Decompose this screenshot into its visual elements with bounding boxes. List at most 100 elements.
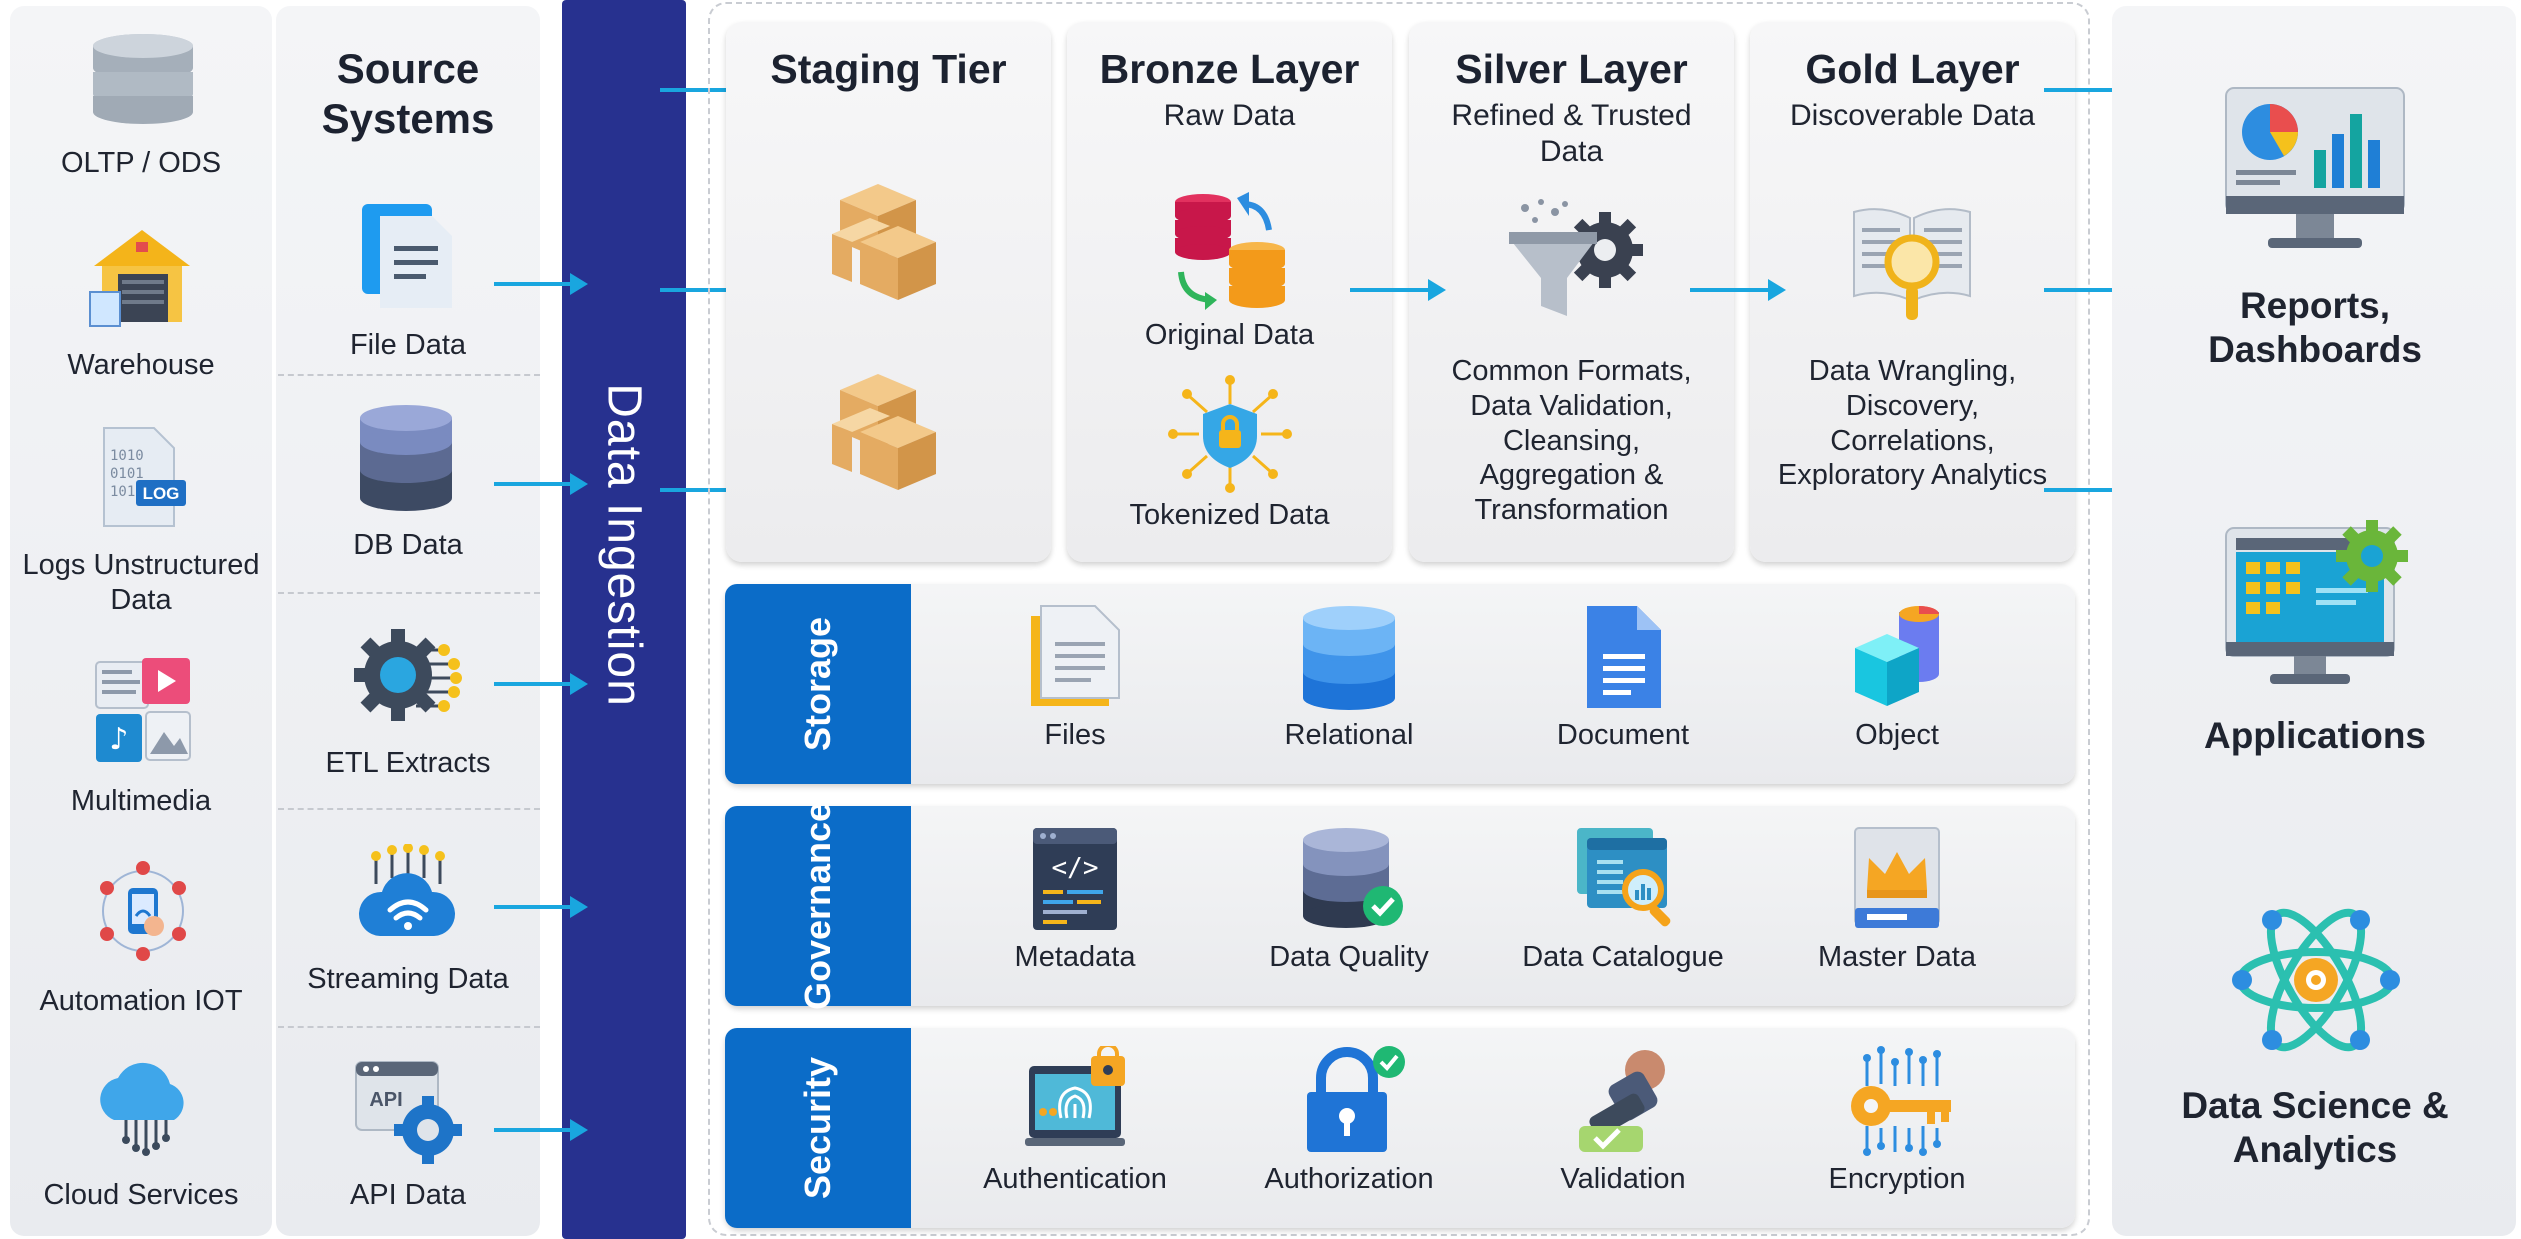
staging-tier-title: Staging Tier [770,46,1007,92]
source-label: OLTP / ODS [60,147,222,179]
tokenized-lock-icon [1168,375,1292,493]
multimedia-icon: ♪ [95,658,191,762]
consumer-label: Reports, Dashboards [2208,285,2422,371]
document-icon [362,204,452,308]
source-system-label: API Data [349,1179,467,1211]
source-system-label: ETL Extracts [325,747,491,779]
gear-network-icon [354,629,462,721]
governance-item-label: Data Quality [1269,941,1429,973]
circuit-key-icon [1851,1046,1951,1156]
storage-tab: Storage [725,584,911,784]
arrow [1350,279,1446,301]
storage-item-label: Object [1855,719,1939,751]
bronze-item-original-data: Original Data [1144,319,1315,351]
padlock-check-icon [1307,1046,1405,1152]
boxes-icon [832,184,936,300]
gold-layer-text: Data Wrangling, Discovery, Correlations,… [1777,355,2048,492]
consumer-label: Applications [2203,715,2427,756]
database-check-icon [1303,828,1403,928]
cloud-icon [100,1062,184,1156]
boxes-icon [832,374,936,490]
silver-layer-subtitle: Refined & Trusted Data [1451,99,1692,168]
governance-item-label: Master Data [1818,941,1976,973]
iot-network-icon [100,861,186,961]
arrow [494,673,588,695]
svg-text:♪: ♪ [109,722,128,757]
arrow [1690,279,1786,301]
main-container [708,2,2090,1236]
arrow [494,896,588,918]
bronze-layer-card: Bronze Layer Raw Data Original Data [1067,22,1392,562]
arrow [494,1119,588,1141]
security-item-authorization: Authorization [1219,1028,1479,1228]
fingerprint-screen-icon [1025,1046,1125,1146]
filter-gear-icon [1509,199,1643,316]
files-icon [1031,605,1120,706]
storage-item-document: Document [1493,584,1753,784]
divider [278,1026,540,1028]
object-shapes-icon [1855,606,1939,706]
silver-layer-card: Silver Layer Refined & Trusted Data Comm… [1409,22,1734,562]
book-magnifier-icon [1853,208,1971,320]
source-label: Warehouse [67,349,215,381]
source-label: Automation IOT [39,985,243,1017]
approval-stamp-icon [1579,1050,1665,1152]
svg-text:0101: 0101 [110,466,144,482]
gold-layer-title: Gold Layer [1805,46,2020,92]
log-file-icon: 1010 0101 1010 LOG [103,427,186,527]
svg-text:1010: 1010 [110,448,144,464]
warehouse-icon [89,230,190,327]
security-item-label: Encryption [1828,1163,1966,1195]
relational-db-icon [1303,606,1395,710]
code-window-icon: </> [1033,828,1117,930]
atom-icon [2232,908,2400,1052]
svg-text:</>: </> [1052,853,1099,883]
source-system-label: DB Data [353,529,463,561]
governance-label: Governance [797,801,838,1011]
data-ingestion-label: Data Ingestion [597,383,651,707]
api-gear-icon: API [355,1061,462,1164]
divider [278,374,540,376]
storage-item-relational: Relational [1219,584,1479,784]
governance-item-master-data: Master Data [1767,806,2027,1006]
security-item-label: Authorization [1264,1163,1434,1195]
storage-item-files: Files [945,584,1205,784]
source-label: Logs Unstructured Data [22,549,260,616]
security-label: Security [797,1056,838,1200]
governance-tab: Governance [725,802,911,1010]
silver-layer-title: Silver Layer [1455,46,1688,92]
storage-item-object: Object [1767,584,2027,784]
crown-drive-icon [1854,827,1940,928]
document-file-icon [1587,606,1661,708]
security-item-authentication: Authentication [945,1028,1205,1228]
source-system-label: Streaming Data [307,963,509,995]
divider [278,808,540,810]
governance-band: Governance </> Metadata Data Quality [725,802,2075,1010]
source-label: Multimedia [70,785,212,817]
staging-tier-card: Staging Tier [726,22,1051,562]
security-item-label: Validation [1560,1163,1686,1195]
storage-item-label: Relational [1284,719,1414,751]
svg-text:1010: 1010 [110,484,144,500]
catalogue-search-icon [1577,828,1671,927]
gold-layer-card: Gold Layer Discoverable Data Data Wrangl… [1750,22,2075,562]
source-systems-title: Source Systems [321,45,495,143]
divider [278,592,540,594]
bronze-layer-subtitle: Raw Data [1163,99,1296,132]
source-system-label: File Data [349,329,467,361]
origin-sources-panel [10,6,272,1236]
governance-item-data-catalogue: Data Catalogue [1493,806,1753,1006]
bronze-item-tokenized-data: Tokenized Data [1129,499,1330,531]
arrow [494,273,588,295]
governance-item-data-quality: Data Quality [1219,806,1479,1006]
governance-item-label: Data Catalogue [1522,941,1724,973]
storage-band: Storage Files Relational Document [725,584,2075,784]
gold-layer-subtitle: Discoverable Data [1789,99,2036,132]
data-ingestion-bar: Data Ingestion [562,0,686,1239]
storage-label: Storage [797,616,838,752]
wifi-cloud-icon [358,844,456,936]
storage-item-label: Document [1556,719,1690,751]
governance-item-label: Metadata [1014,941,1136,973]
svg-text:LOG: LOG [143,484,180,503]
security-band: Security Authentication Authorization [725,1028,2075,1228]
